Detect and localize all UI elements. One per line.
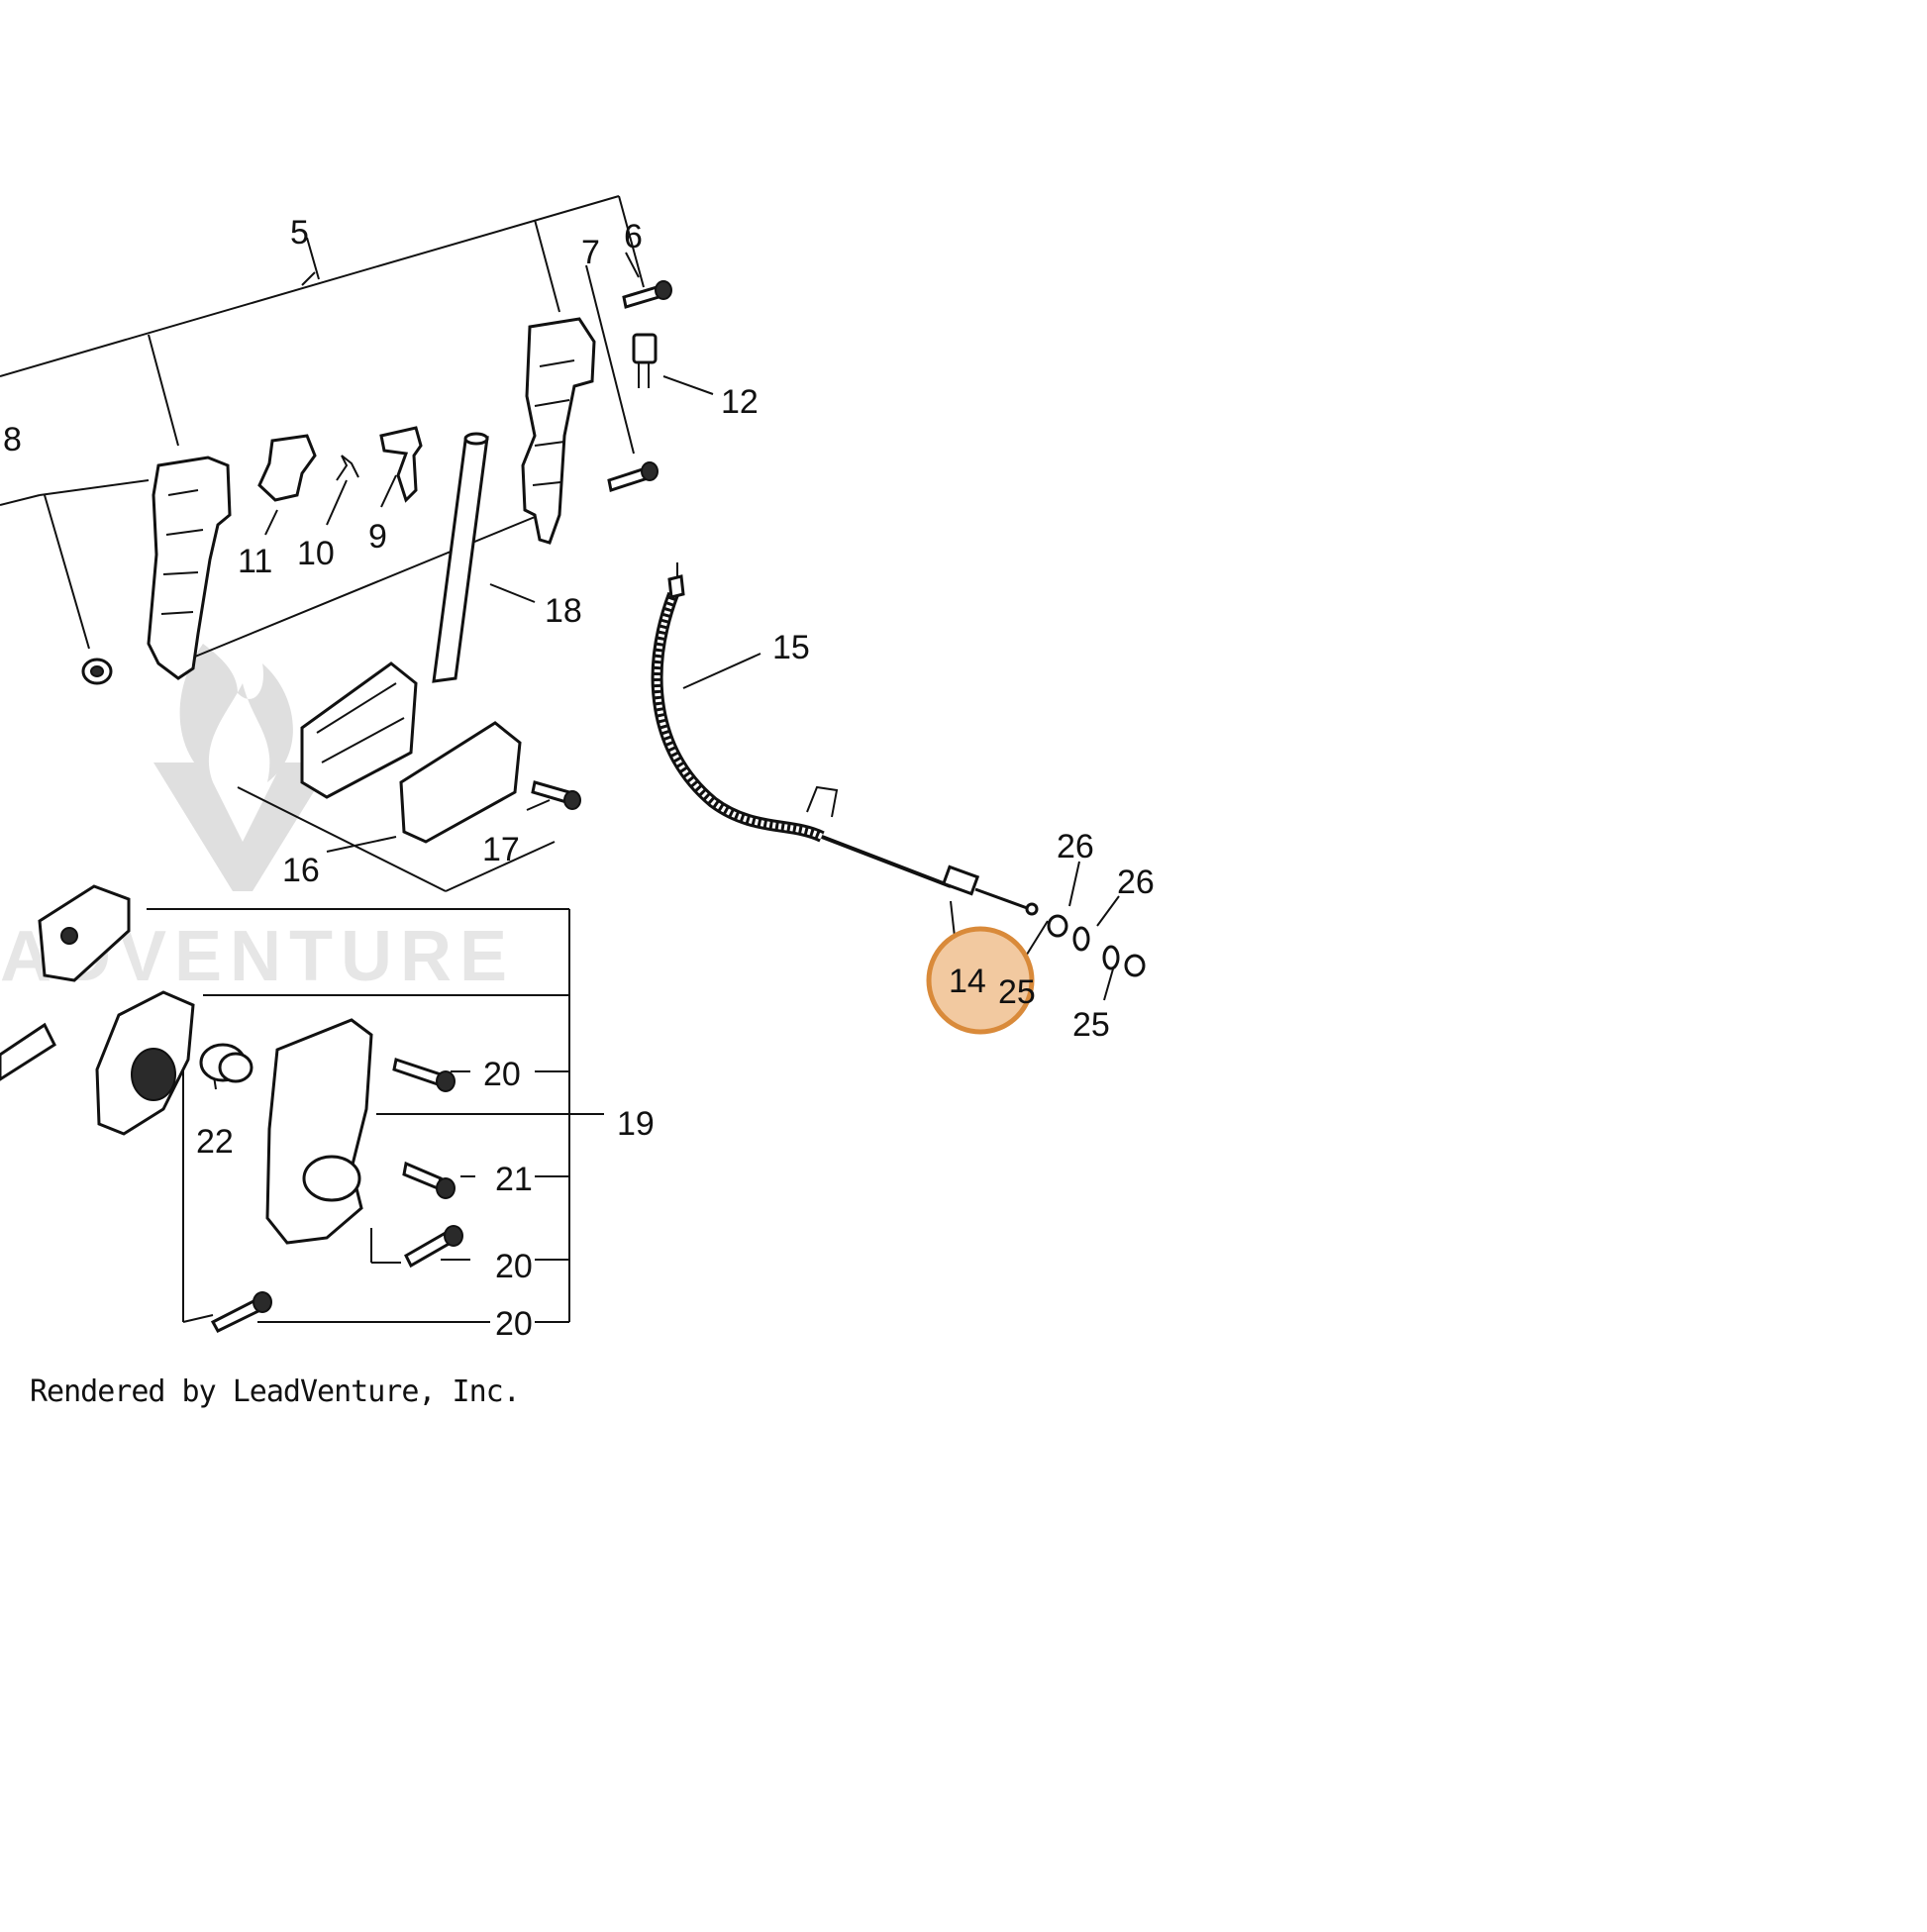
callout-17[interactable]: 17 — [482, 831, 520, 868]
pipe-part — [0, 1022, 56, 1081]
washer-part — [1072, 926, 1090, 952]
callout-15[interactable]: 15 — [772, 629, 810, 666]
handle-housing-part — [265, 1018, 373, 1245]
nut-part — [81, 658, 113, 685]
callout-20[interactable]: 20 — [495, 1248, 533, 1285]
right-handle-part — [521, 317, 596, 545]
bolt-part — [607, 461, 659, 492]
collar-part — [199, 1043, 254, 1083]
callout-7[interactable]: 7 — [581, 234, 600, 271]
callout-25[interactable]: 25 — [998, 973, 1036, 1011]
render-credit: Rendered by LeadVenture, Inc. — [30, 1374, 521, 1409]
stop-switch-part — [632, 333, 658, 388]
highlight-marker[interactable] — [926, 926, 1035, 1035]
callout-8[interactable]: 8 — [3, 421, 22, 458]
bolt-part — [404, 1225, 463, 1269]
callout-11[interactable]: 11 — [238, 543, 272, 580]
callout-12[interactable]: 12 — [721, 383, 759, 421]
handle-base-block-part — [38, 884, 131, 982]
callout-6[interactable]: 6 — [624, 218, 643, 255]
callout-20[interactable]: 20 — [495, 1305, 533, 1343]
bolt-part — [622, 280, 672, 309]
clamp-part — [399, 721, 522, 844]
shaft-tube-part — [432, 432, 489, 683]
handle-bracket-part — [300, 661, 418, 799]
callout-21[interactable]: 21 — [495, 1161, 533, 1198]
washer-part — [1102, 945, 1120, 970]
throttle-trigger-part — [257, 434, 317, 502]
bolt-part — [392, 1058, 456, 1092]
callout-20[interactable]: 20 — [483, 1056, 521, 1093]
callout-labels: 5 6 7 8 9 10 11 12 14 15 16 17 18 19 20 … — [3, 214, 1155, 1343]
callout-22[interactable]: 22 — [196, 1123, 234, 1161]
callout-16[interactable]: 16 — [282, 852, 320, 889]
callout-25[interactable]: 25 — [1072, 1006, 1110, 1044]
callout-26[interactable]: 26 — [1057, 828, 1094, 865]
callout-10[interactable]: 10 — [297, 535, 335, 572]
bolt-part — [210, 1291, 272, 1333]
handle-cover-part — [95, 990, 195, 1136]
bolt-part — [531, 780, 581, 810]
throttle-cable-part — [651, 562, 1039, 916]
spring-part — [336, 455, 359, 481]
callout-14[interactable]: 14 — [949, 963, 986, 1000]
bolt-part — [402, 1161, 456, 1199]
nut-part — [1124, 954, 1146, 977]
leader-lines — [0, 195, 1120, 1323]
callout-9[interactable]: 9 — [368, 518, 387, 556]
watermark-logo — [153, 644, 332, 891]
callout-19[interactable]: 19 — [617, 1105, 655, 1143]
left-handle-part — [147, 456, 232, 680]
lever-part — [379, 426, 423, 503]
callout-26[interactable]: 26 — [1117, 864, 1155, 901]
callout-18[interactable]: 18 — [545, 592, 582, 630]
callout-5[interactable]: 5 — [290, 214, 309, 252]
nut-part — [1047, 914, 1068, 938]
